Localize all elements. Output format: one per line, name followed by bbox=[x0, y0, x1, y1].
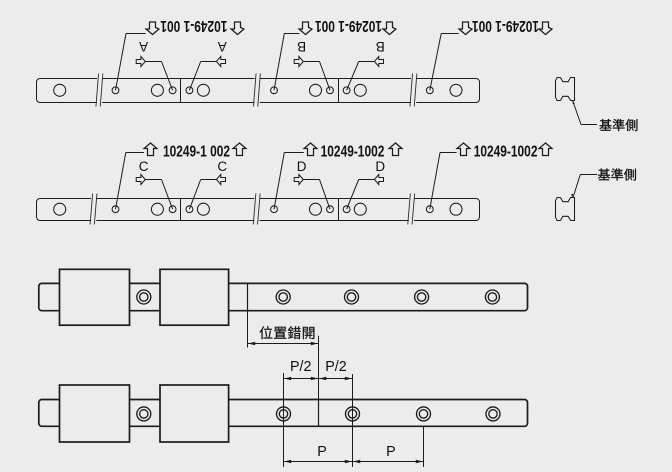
svg-text:P: P bbox=[317, 444, 327, 460]
svg-text:B: B bbox=[297, 39, 306, 54]
svg-text:10249-1 001: 10249-1 001 bbox=[472, 18, 539, 36]
svg-text:10249-1 001: 10249-1 001 bbox=[315, 18, 382, 36]
svg-text:C: C bbox=[217, 159, 227, 174]
svg-text:P/2: P/2 bbox=[290, 359, 312, 375]
svg-text:P: P bbox=[386, 444, 396, 460]
svg-text:D: D bbox=[375, 159, 385, 174]
svg-text:10249-1002: 10249-1002 bbox=[474, 142, 538, 160]
svg-text:10249-1 002: 10249-1 002 bbox=[163, 142, 230, 160]
svg-text:P/2: P/2 bbox=[325, 359, 347, 375]
svg-text:B: B bbox=[376, 39, 385, 54]
svg-text:10249-1 001: 10249-1 001 bbox=[160, 18, 227, 36]
svg-text:A: A bbox=[139, 39, 148, 54]
svg-text:A: A bbox=[218, 39, 227, 54]
svg-text:D: D bbox=[297, 159, 307, 174]
svg-text:10249-1002: 10249-1002 bbox=[321, 142, 385, 160]
svg-text:C: C bbox=[139, 159, 149, 174]
